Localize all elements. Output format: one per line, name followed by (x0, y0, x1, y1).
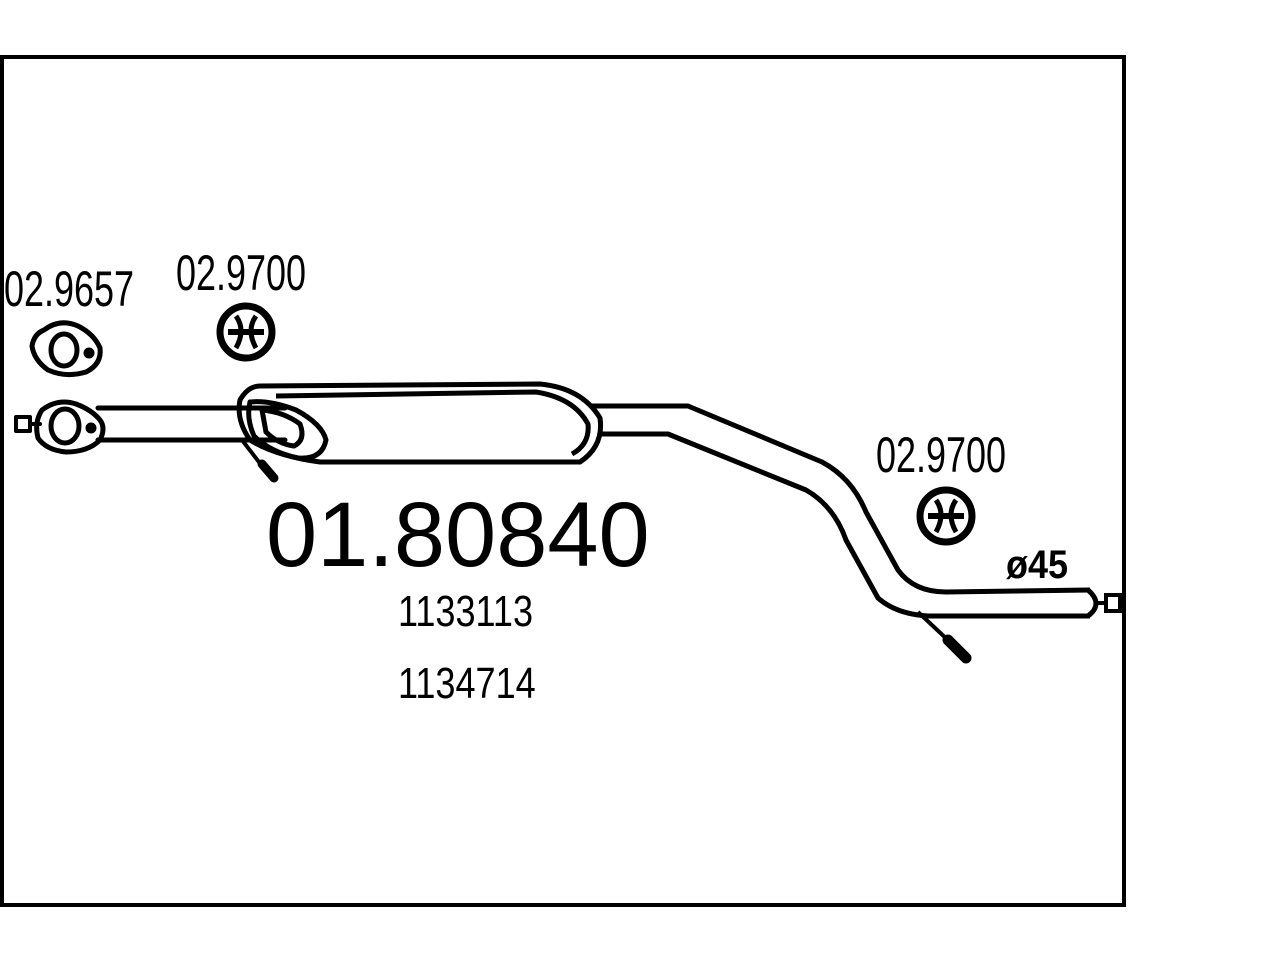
hanger-icon (216, 302, 276, 362)
front-flange (34, 399, 106, 455)
hanger-icon (916, 486, 976, 546)
rear-pipe (590, 403, 1099, 619)
hanger-ref-label-rear: 02.9700 (876, 428, 1006, 483)
oem-number: 1134714 (398, 659, 536, 708)
diagram-frame (0, 55, 1126, 907)
pipe-diameter-label: ø45 (1006, 543, 1068, 587)
silencer-body (236, 381, 604, 465)
rear-outlet-cap (1098, 593, 1122, 613)
oem-number: 1133113 (398, 587, 533, 636)
gasket-ref-label: 02.9657 (4, 262, 134, 317)
silencer-hanger-pin (240, 438, 279, 483)
gasket-icon (29, 320, 103, 378)
rear-hanger-pin (916, 610, 972, 664)
hanger-ref-label-front: 02.9700 (176, 246, 306, 301)
part-number: 01.80840 (266, 484, 650, 586)
